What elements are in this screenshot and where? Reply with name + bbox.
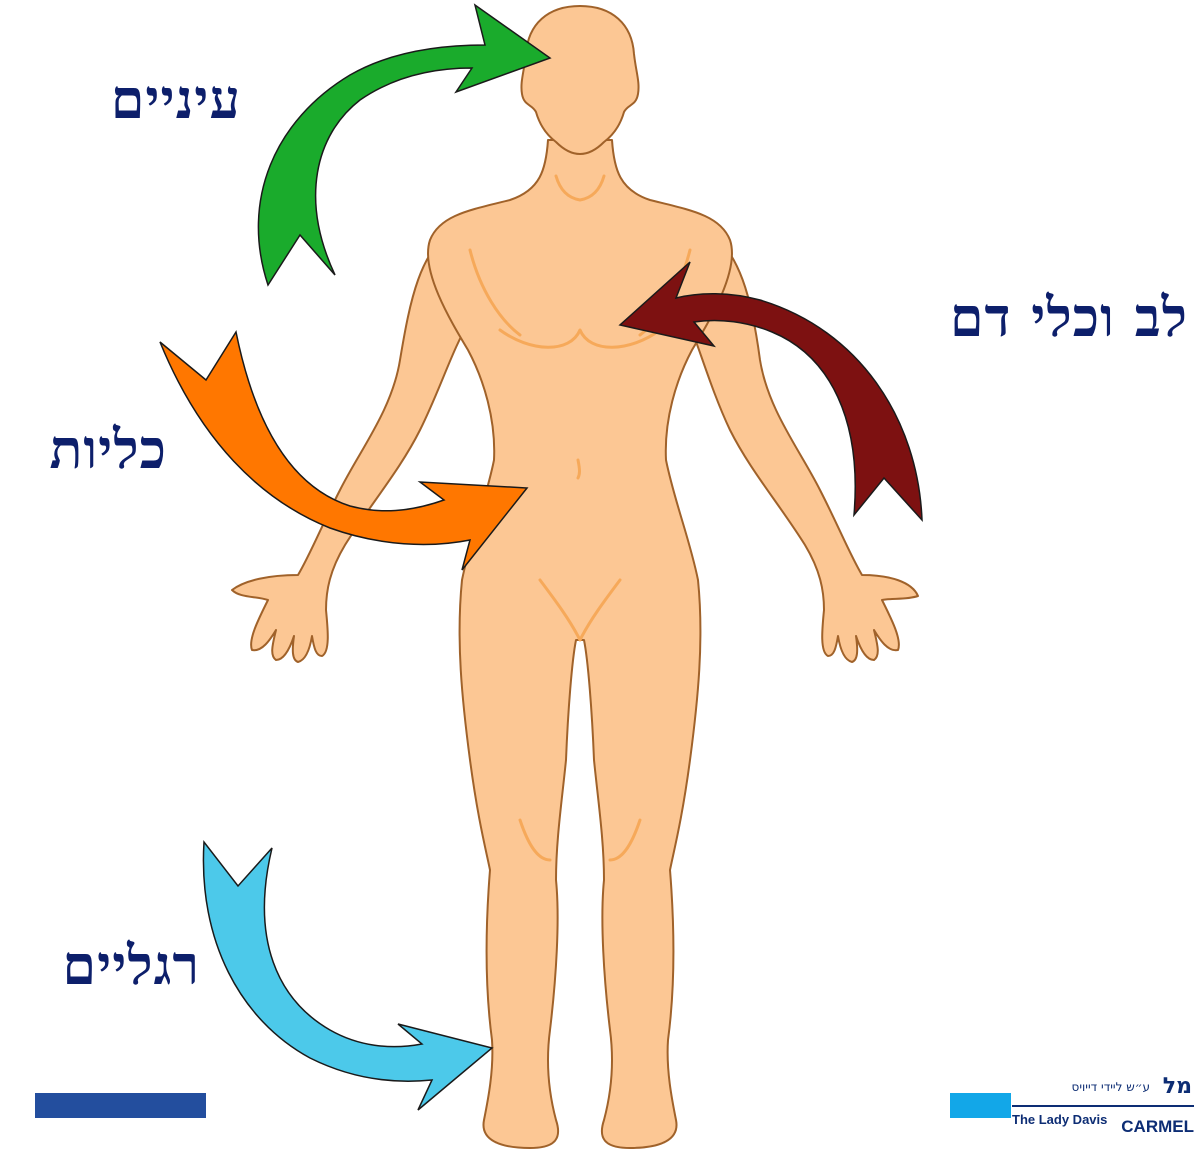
carmel-hospital-logo: מל ע״ש ליידי דייויס The Lady Davis CARME… xyxy=(1012,1076,1194,1138)
label-kidneys: כליות xyxy=(49,422,167,476)
label-legs: רגליים xyxy=(62,938,200,992)
body-torso xyxy=(428,140,732,1148)
body-head xyxy=(521,6,638,154)
logo-hebrew-name: מל xyxy=(1163,1076,1192,1098)
logo-english-name: CARMEL xyxy=(1121,1118,1194,1135)
human-body-icon xyxy=(232,6,918,1148)
logo-hebrew-subtitle: ע״ש ליידי דייויס xyxy=(1072,1081,1150,1093)
curved-arrow-legs-icon xyxy=(203,842,492,1110)
footer-bar-right xyxy=(950,1093,1011,1118)
footer-bar-left xyxy=(35,1093,206,1118)
label-heart-and-blood-vessels: לב וכלי דם xyxy=(950,290,1188,344)
logo-divider xyxy=(1012,1105,1194,1107)
label-eyes: עיניים xyxy=(111,72,241,126)
logo-english-subtitle: The Lady Davis xyxy=(1012,1113,1107,1126)
